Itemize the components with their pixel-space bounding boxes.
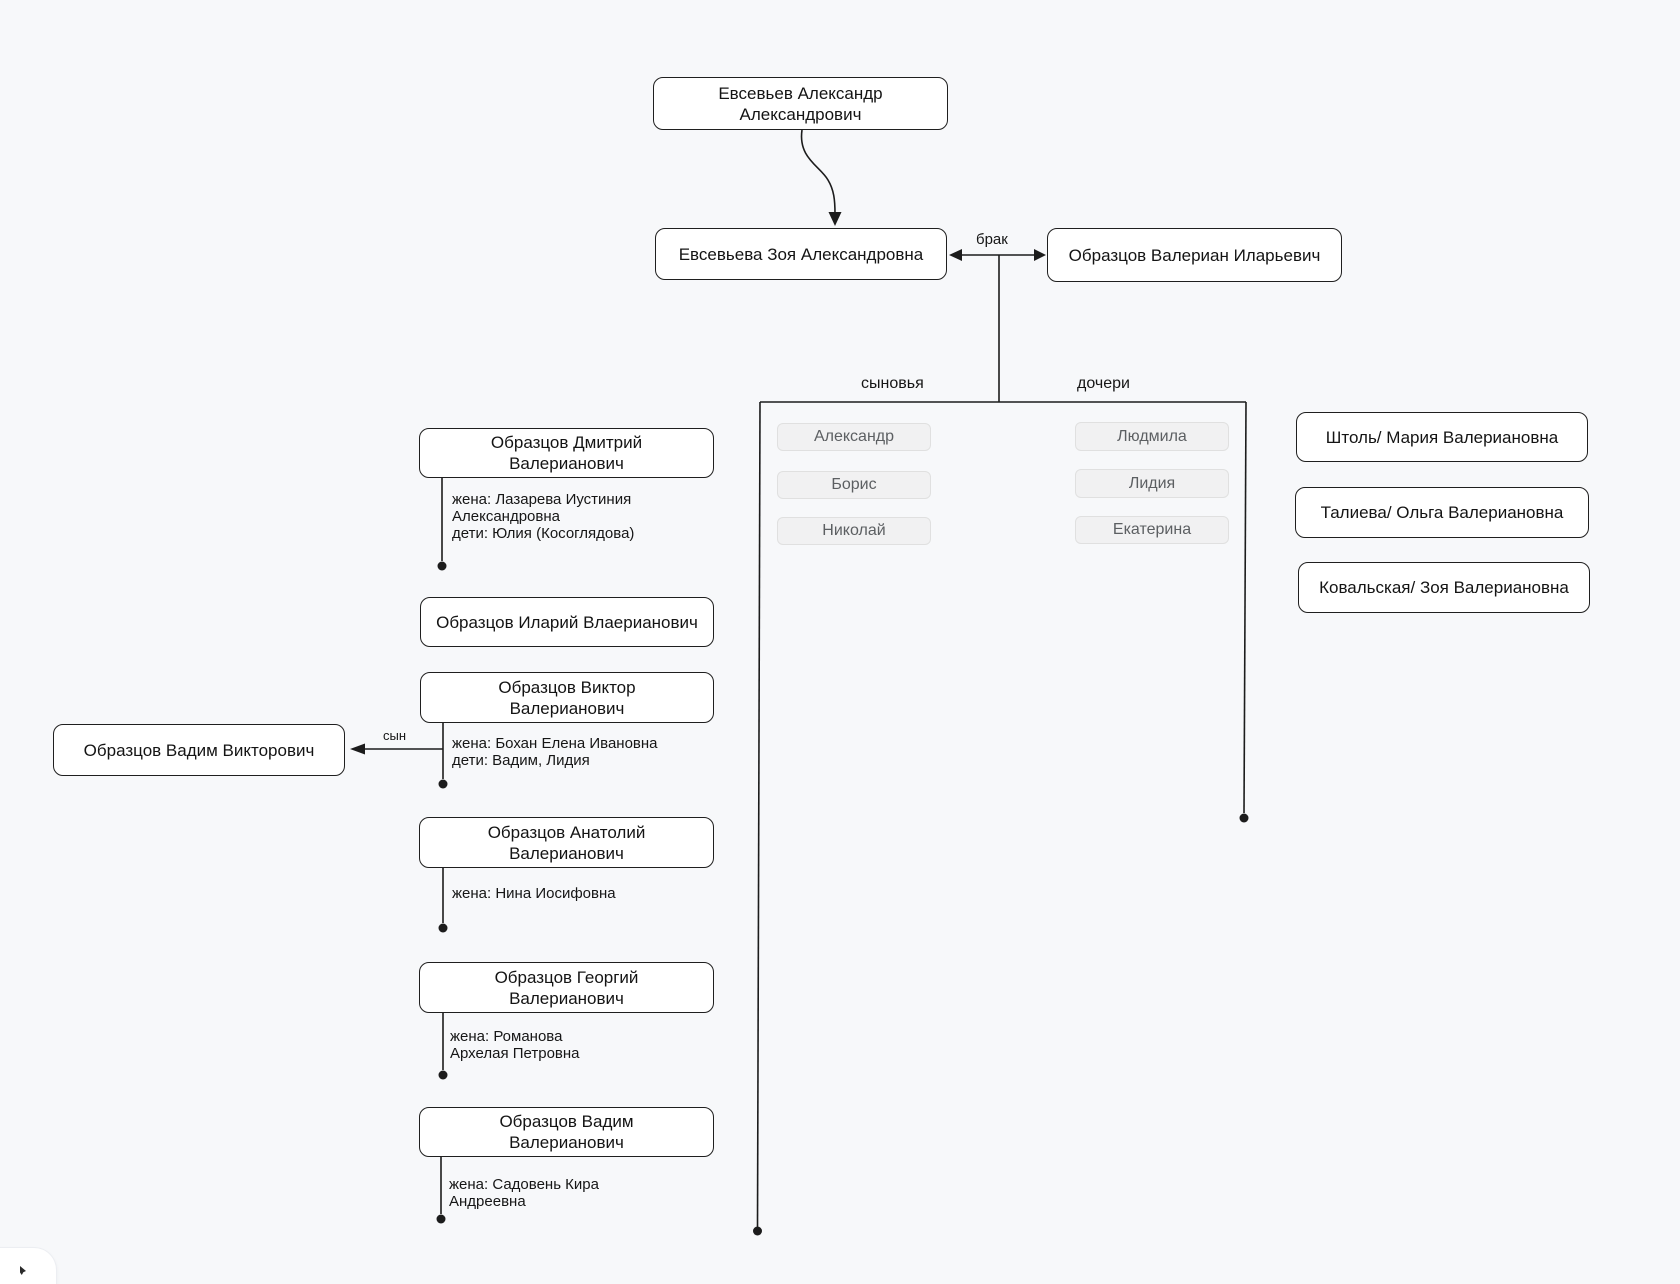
endpoint-dot (436, 1214, 446, 1224)
node-obraztsov-anatoliy[interactable]: Образцов Анатолий Валерианович (419, 817, 714, 868)
node-obraztsov-georgiy[interactable]: Образцов Георгий Валерианович (419, 962, 714, 1013)
corner-card[interactable] (0, 1248, 56, 1284)
vadim-stub-connector[interactable] (436, 1156, 446, 1224)
note-dmitriy-note[interactable]: жена: Лазарева Иустиния Александровна де… (452, 491, 635, 542)
marriage-connector[interactable] (949, 249, 1046, 402)
node-obraztsov-vadim-viktorovich[interactable]: Образцов Вадим Викторович (53, 724, 345, 776)
node-daughter-lidia[interactable]: Лидия (1075, 469, 1229, 498)
georgiy-stub-connector[interactable] (438, 1013, 448, 1080)
edge-label-docheri[interactable]: дочери (1077, 375, 1130, 392)
node-daughter-ekaterina[interactable]: Екатерина (1075, 516, 1229, 544)
endpoint-dot (753, 1226, 762, 1236)
note-anatoliy-note[interactable]: жена: Нина Иосифовна (452, 885, 616, 902)
node-son-nikolay[interactable]: Николай (777, 517, 931, 545)
node-obraztsov-dmitriy[interactable]: Образцов Дмитрий Валерианович (419, 428, 714, 478)
node-obraztsov-vadim-valerianovich[interactable]: Образцов Вадим Валерианович (419, 1107, 714, 1157)
node-kovalskaya-zoya[interactable]: Ковальская/ Зоя Валериановна (1298, 562, 1590, 613)
arrow-evseviev-to-zoya[interactable] (800, 129, 842, 226)
note-viktor-note[interactable]: жена: Бохан Елена Ивановна дети: Вадим, … (452, 735, 658, 769)
node-daughter-ludmila[interactable]: Людмила (1075, 422, 1229, 451)
node-son-boris[interactable]: Борис (777, 471, 931, 499)
node-talieva-olga[interactable]: Талиева/ Ольга Валериановна (1295, 487, 1589, 538)
endpoint-dot (438, 923, 448, 933)
arrowhead-right (1034, 249, 1046, 261)
syn-connector[interactable] (350, 743, 443, 755)
viktor-stub-connector[interactable] (438, 723, 448, 789)
anatoliy-stub-connector[interactable] (438, 868, 448, 933)
edge-label-synovya[interactable]: сыновья (861, 375, 924, 392)
children-bracket[interactable] (753, 401, 1249, 1236)
endpoint-dot (438, 779, 448, 789)
arrowhead-left (350, 743, 365, 755)
node-obraztsov-ilariy[interactable]: Образцов Иларий Влаерианович (420, 597, 714, 647)
endpoint-dot (438, 1070, 448, 1080)
node-obraztsov-valerian[interactable]: Образцов Валериан Иларьевич (1047, 228, 1342, 282)
dmitriy-stub-connector[interactable] (437, 478, 447, 571)
node-son-aleksandr[interactable]: Александр (777, 423, 931, 451)
edge-label-brak[interactable]: брак (976, 231, 1008, 248)
node-shtol-maria[interactable]: Штоль/ Мария Валериановна (1296, 412, 1588, 462)
arrowhead-left (949, 249, 962, 261)
node-evsevieva-zoya[interactable]: Евсевьева Зоя Александровна (655, 228, 947, 280)
edge-label-syn[interactable]: сын (383, 728, 407, 743)
endpoint-dot (1239, 813, 1249, 823)
note-vadim-note[interactable]: жена: Садовень Кира Андреевна (449, 1176, 599, 1210)
node-obraztsov-viktor[interactable]: Образцов Виктор Валерианович (420, 672, 714, 723)
note-georgiy-note[interactable]: жена: Романова Архелая Петровна (450, 1028, 580, 1062)
node-evseviev-aleksandr[interactable]: Евсевьев Александр Александрович (653, 77, 948, 130)
cursor-mark-icon (20, 1266, 26, 1275)
arrowhead-down (828, 212, 842, 226)
endpoint-dot (437, 561, 447, 571)
